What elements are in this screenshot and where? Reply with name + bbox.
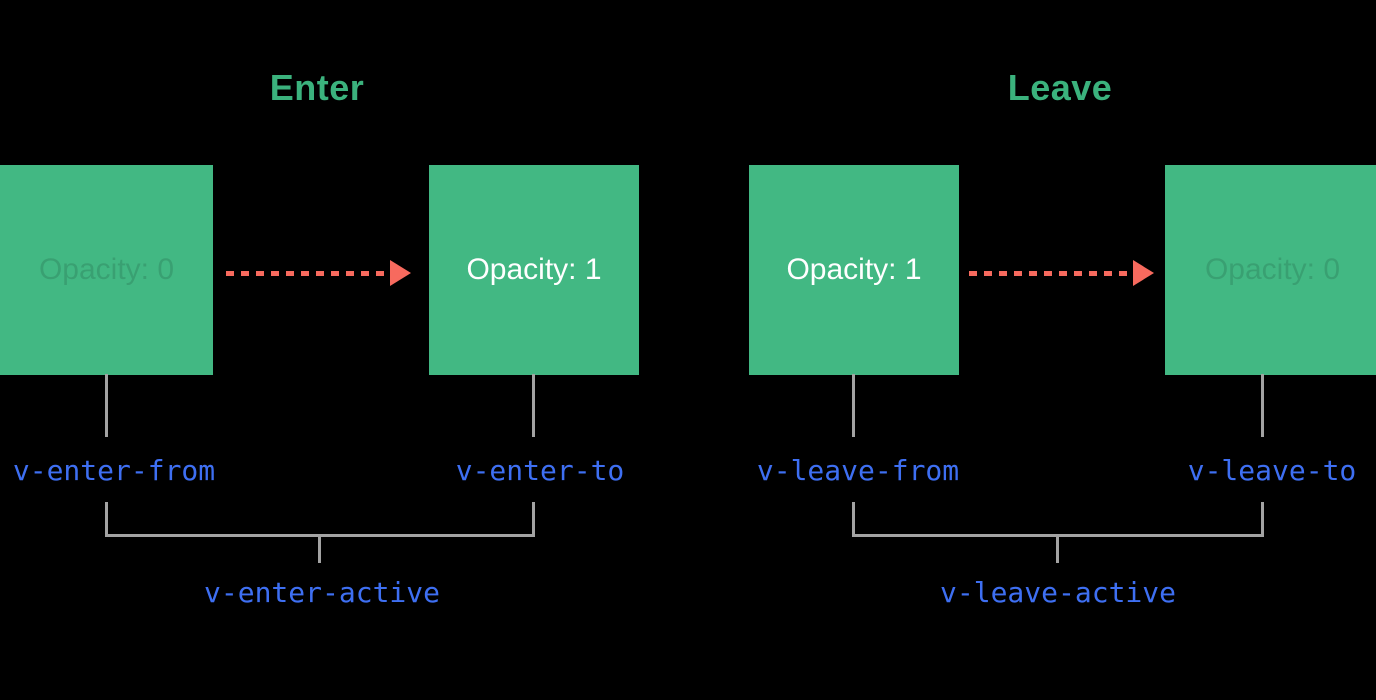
enter-to-connector-line <box>532 374 535 437</box>
leave-dashed-arrow-line <box>969 271 1133 276</box>
leave-active-bracket-stub <box>1056 537 1059 563</box>
enter-from-box-label: Opacity: 0 <box>38 253 175 286</box>
class-label-v-enter-to: v-enter-to <box>455 454 625 487</box>
enter-to-box-label: Opacity: 1 <box>466 253 602 286</box>
enter-active-bracket-stub <box>318 537 321 563</box>
class-label-v-enter-from: v-enter-from <box>12 454 216 487</box>
leave-to-box-label: Opacity: 0 <box>1204 253 1341 286</box>
leave-from-box-label: Opacity: 1 <box>786 253 922 286</box>
enter-arrow-head-icon <box>390 260 411 286</box>
enter-active-bracket <box>105 502 535 537</box>
leave-to-connector-line <box>1261 374 1264 437</box>
enter-from-box: Opacity: 0 <box>0 165 213 375</box>
leave-arrow-head-icon <box>1133 260 1154 286</box>
leave-active-bracket <box>852 502 1264 537</box>
enter-section-title: Enter <box>269 67 365 108</box>
leave-from-box: Opacity: 1 <box>749 165 959 375</box>
enter-to-box: Opacity: 1 <box>429 165 639 375</box>
enter-dashed-arrow-line <box>226 271 390 276</box>
class-label-v-leave-active: v-leave-active <box>939 576 1177 609</box>
leave-section-title: Leave <box>1007 67 1113 108</box>
leave-to-box: Opacity: 0 <box>1165 165 1376 375</box>
leave-from-connector-line <box>852 374 855 437</box>
enter-from-connector-line <box>105 374 108 437</box>
class-label-v-leave-from: v-leave-from <box>756 454 960 487</box>
class-label-v-enter-active: v-enter-active <box>203 576 441 609</box>
class-label-v-leave-to: v-leave-to <box>1187 454 1357 487</box>
